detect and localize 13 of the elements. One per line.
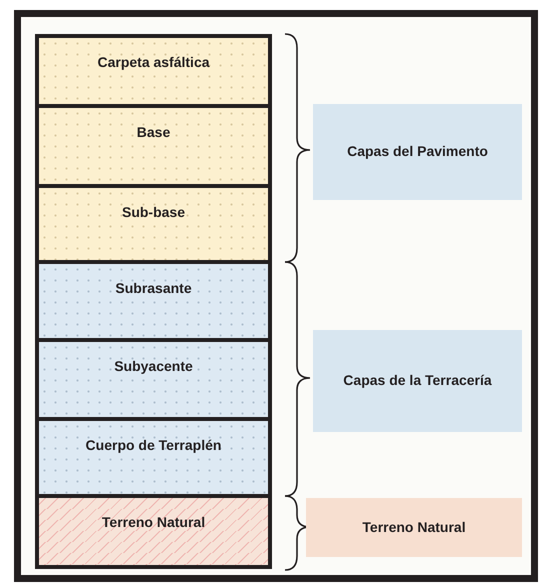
- layer-label: Terreno Natural: [102, 513, 206, 532]
- layer-label: Subrasante: [115, 279, 192, 298]
- group-box: [306, 498, 522, 557]
- layer-label: Carpeta asfáltica: [97, 53, 210, 72]
- group-label: Capas de la Terracería: [343, 371, 492, 390]
- group-box: [313, 104, 522, 200]
- layer-label: Base: [136, 123, 170, 142]
- group-box: [313, 330, 522, 432]
- group-label: Terreno Natural: [362, 518, 466, 537]
- group-label: Capas del Pavimento: [347, 142, 488, 162]
- layer-label: Cuerpo de Terraplén: [86, 436, 222, 455]
- layer-label: Subyacente: [114, 357, 193, 376]
- layer-label: Sub-base: [122, 203, 185, 222]
